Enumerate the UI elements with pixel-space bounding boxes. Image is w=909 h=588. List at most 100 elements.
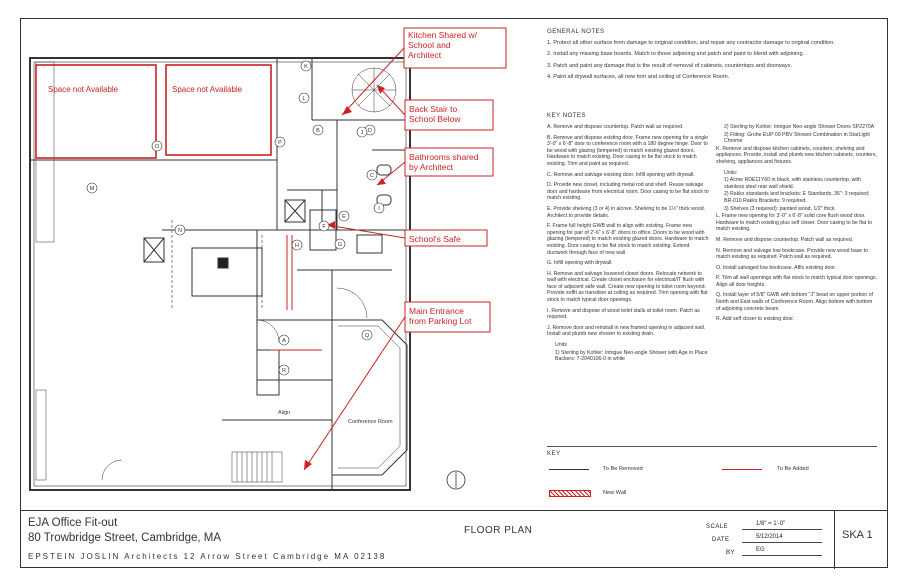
key-note-tag: A bbox=[282, 338, 286, 344]
date-underline bbox=[742, 542, 822, 543]
key-note-tag-marker bbox=[86, 182, 98, 194]
general-note: 1. Protect all other surface from damage… bbox=[547, 40, 835, 47]
key-note-tag: G bbox=[338, 242, 342, 248]
key-note-tag: B bbox=[316, 128, 320, 134]
general-notes-heading: GENERAL NOTES bbox=[547, 28, 605, 35]
by-value: EG bbox=[756, 547, 765, 553]
key-note: H. Remove and salvage louvered closet do… bbox=[547, 270, 708, 304]
key-note-tag: M bbox=[90, 186, 95, 192]
room-label-align: Align bbox=[278, 410, 290, 416]
key-note-tag-marker bbox=[278, 334, 290, 346]
key-note: 1) Sterling by Kohler: Intrigue Neo-angl… bbox=[555, 349, 708, 363]
scale-label: SCALE bbox=[706, 524, 729, 530]
title-block: EJA Office Fit-out 80 Trowbridge Street,… bbox=[20, 510, 888, 569]
key-note-tag-marker bbox=[298, 92, 310, 104]
key-note: 3) Shelves (3 required): painted wood, 1… bbox=[724, 205, 835, 212]
key-note-tag-marker bbox=[300, 60, 312, 72]
key-note-tag-marker bbox=[356, 126, 368, 138]
key-note: 1) Acme RDE11Y60 in black, with stainles… bbox=[724, 177, 861, 190]
key-note: I. Remove and dispose of wood toilet sta… bbox=[547, 307, 700, 321]
key-note-tag-marker bbox=[274, 136, 286, 148]
firm-name: EPSTEIN JOSLIN Architects 12 Arrow Stree… bbox=[28, 552, 387, 561]
legend-added-swatch bbox=[722, 469, 762, 470]
key-note: B. Remove and dispose existing door. Fra… bbox=[547, 134, 709, 167]
key-note: M. Remove and dispose countertop. Patch … bbox=[716, 236, 854, 243]
key-notes-col1: A. Remove and dispose countertop. Patch … bbox=[547, 124, 709, 364]
key-note: N. Remove and salvage low bookcase. Prov… bbox=[716, 247, 868, 261]
key-note-tag: Q bbox=[365, 333, 370, 339]
key-notes-heading: KEY NOTES bbox=[547, 112, 586, 119]
callout-kitchen: Kitchen Shared w/ School and Architect bbox=[408, 30, 479, 60]
room-label-conference: Conference Room bbox=[348, 419, 393, 425]
key-note-tag: J bbox=[361, 130, 364, 136]
key-note-tag-marker bbox=[366, 169, 378, 181]
key-note: K. Remove and dispose kitchen cabinets, … bbox=[716, 145, 877, 165]
key-note: Units bbox=[555, 342, 567, 349]
key-note-tag-marker bbox=[312, 124, 324, 136]
key-note-tag: R bbox=[282, 368, 286, 374]
key-note-tag: P bbox=[278, 140, 282, 146]
key-note-tag: E bbox=[342, 214, 346, 220]
key-note: Q. Install layer of 5/8" GWB with bottom… bbox=[716, 292, 873, 312]
key-note-tag: I bbox=[378, 206, 380, 212]
key-note-tag: D bbox=[368, 128, 372, 134]
legend: KEY To Be Removed To Be Added New Wall bbox=[547, 446, 877, 509]
key-note-tag-marker bbox=[373, 202, 385, 214]
sheet-title: FLOOR PLAN bbox=[464, 525, 533, 536]
key-note-tag-marker bbox=[174, 224, 186, 236]
key-note: D. Provide new closet, including metal r… bbox=[547, 182, 709, 202]
key-note-tag-marker bbox=[338, 210, 350, 222]
key-note-tag-marker bbox=[334, 238, 346, 250]
legend-new-wall-swatch bbox=[549, 490, 591, 497]
key-note-tag-marker bbox=[318, 220, 330, 232]
scale-value: 1/8" = 1'-0" bbox=[756, 521, 786, 527]
key-note: C. Remove and salvage existing door. Inf… bbox=[547, 171, 695, 178]
project-address: 80 Trowbridge Street, Cambridge, MA bbox=[28, 532, 222, 544]
general-note: 3. Patch and paint any damage that is th… bbox=[547, 62, 793, 69]
by-underline bbox=[742, 555, 822, 556]
key-note-tag: C bbox=[370, 173, 374, 179]
key-note-tag: L bbox=[302, 96, 305, 102]
general-note: 2. Install any missing base boards. Matc… bbox=[547, 51, 805, 58]
key-note: O. Install salvaged low bookcase. Affix … bbox=[716, 264, 837, 271]
legend-added-label: To Be Added bbox=[777, 466, 809, 472]
key-note: J. Remove door and reinstall in new fram… bbox=[547, 324, 706, 338]
by-label: BY bbox=[726, 550, 736, 556]
key-note: F. Frame full height GWB wall to align w… bbox=[547, 223, 709, 256]
key-note-tag: F bbox=[322, 224, 326, 230]
key-note-tag-marker bbox=[278, 364, 290, 376]
scale-underline bbox=[742, 529, 822, 530]
key-note: L. Frame new opening for 3'-0" x 6'-8" s… bbox=[716, 213, 872, 233]
date-label: DATE bbox=[712, 537, 730, 543]
project-title: EJA Office Fit-out bbox=[28, 517, 118, 529]
date-value: 5/12/2014 bbox=[756, 534, 783, 540]
legend-removed-label: To Be Removed bbox=[603, 466, 643, 472]
key-note-tag: N bbox=[178, 228, 182, 234]
key-notes-col2: 2) Sterling by Kohler: Intrigue Neo-angl… bbox=[716, 124, 878, 327]
key-note-tag: H bbox=[295, 243, 299, 249]
key-note-tag: K bbox=[304, 64, 308, 70]
general-note: 4. Paint all drywall surfaces, all new t… bbox=[547, 73, 730, 80]
legend-new-wall-label: New Wall bbox=[603, 490, 627, 496]
title-block-divider bbox=[834, 511, 835, 569]
callout-bathrooms: Bathrooms shared by Architect bbox=[409, 152, 481, 172]
key-note: 2) Sterling by Kohler: Intrigue Neo-angl… bbox=[724, 124, 875, 130]
key-note: G. Infill opening with drywall. bbox=[547, 260, 613, 267]
space-not-available-left: Space not Available bbox=[48, 85, 119, 94]
key-note-tag-marker bbox=[291, 239, 303, 251]
callout-back-stair: Back Stair to School Below bbox=[409, 104, 461, 124]
key-notes-heading-wrap: KEY NOTES bbox=[547, 112, 872, 119]
key-note-tag: O bbox=[155, 144, 160, 150]
general-notes: GENERAL NOTES 1. Protect all other surfa… bbox=[547, 28, 872, 85]
key-note-tag-marker bbox=[151, 140, 163, 152]
key-note: 2) Rakks standards and brackets: E Stand… bbox=[724, 191, 870, 204]
key-note-tag-marker bbox=[361, 329, 373, 341]
callout-main-entrance: Main Entrance from Parking Lot bbox=[409, 306, 472, 326]
drawing-sheet bbox=[20, 18, 888, 568]
key-note: 3) Fitting: Grohe EUP 09 PBV Shower Comb… bbox=[724, 131, 870, 145]
callout-safe: School's Safe bbox=[409, 234, 461, 244]
sheet-number: SKA 1 bbox=[842, 529, 873, 541]
legend-heading: KEY bbox=[547, 450, 561, 457]
key-note: A. Remove and dispose countertop. Patch … bbox=[547, 124, 684, 130]
key-note: R. Add self closer to existing door. bbox=[716, 316, 795, 323]
